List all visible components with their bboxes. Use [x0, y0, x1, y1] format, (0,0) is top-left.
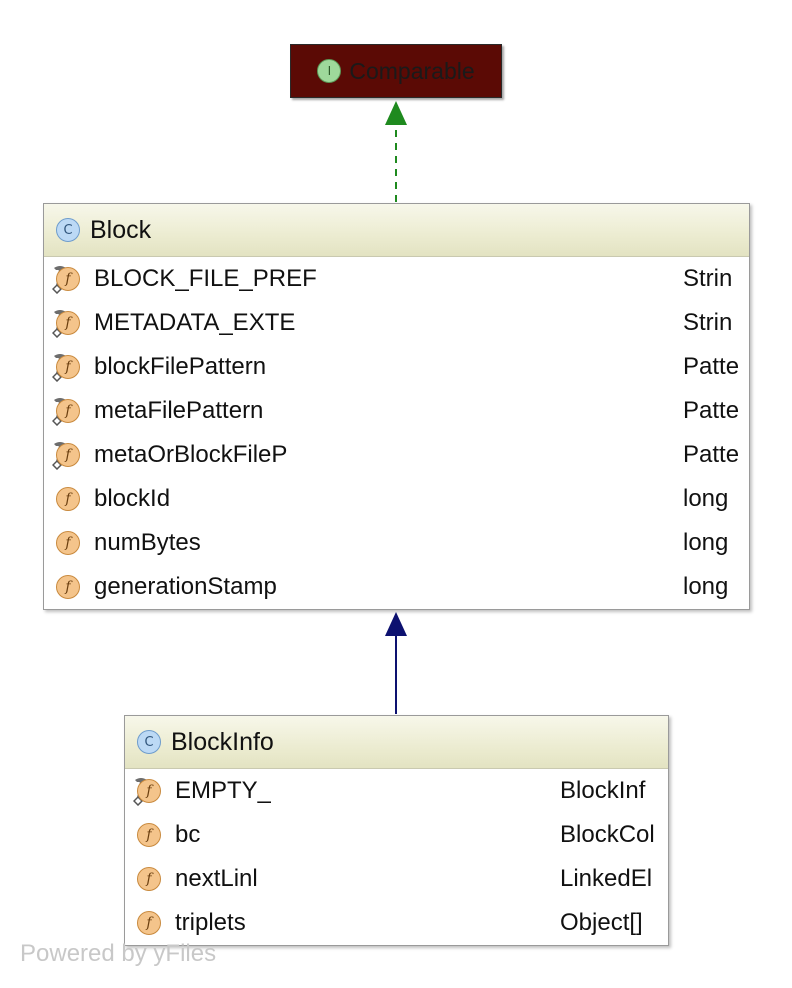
blockinfo-class-title: BlockInfo — [171, 727, 274, 756]
field-icon: f — [54, 573, 82, 601]
field-type: Patte — [683, 353, 740, 380]
field-row[interactable]: f BLOCK_FILE_PREF Strin — [44, 257, 749, 301]
interface-icon: I — [317, 59, 342, 83]
field-badge: f — [56, 311, 80, 335]
field-name: triplets — [175, 909, 246, 936]
field-type: Strin — [683, 265, 733, 292]
field-type: BlockInf — [560, 777, 646, 804]
field-type: Patte — [683, 397, 740, 424]
block-class-title: Block — [90, 215, 152, 244]
interface-title: Comparable — [349, 57, 475, 84]
field-row[interactable]: f generationStamp long — [44, 565, 749, 609]
field-type: Patte — [683, 441, 740, 468]
field-name: METADATA_EXTE — [94, 309, 296, 336]
static-field-icon: f — [52, 353, 82, 382]
field-row[interactable]: f nextLinl LinkedEl — [125, 857, 668, 901]
field-name: EMPTY_ — [175, 777, 272, 804]
field-badge: f — [56, 267, 80, 291]
blockinfo-class-header: C BlockInfo — [125, 716, 668, 769]
field-badge: f — [56, 531, 80, 555]
field-name: blockFilePattern — [94, 353, 267, 380]
field-row[interactable]: f metaOrBlockFileP Patte — [44, 433, 749, 477]
field-type: Strin — [683, 309, 733, 336]
field-badge: f — [56, 443, 80, 467]
field-name: bc — [175, 821, 201, 848]
field-icon: f — [54, 485, 82, 513]
field-type: Object[] — [560, 909, 643, 936]
field-row[interactable]: f numBytes long — [44, 521, 749, 565]
static-field-icon: f — [52, 265, 82, 294]
field-type: long — [683, 573, 729, 600]
field-badge: f — [137, 779, 161, 803]
field-badge: f — [137, 823, 161, 847]
field-badge: f — [56, 399, 80, 423]
static-field-icon: f — [52, 397, 82, 426]
yfiles-watermark: Powered by yFiles — [20, 940, 217, 967]
field-row[interactable]: f blockId long — [44, 477, 749, 521]
field-type: BlockCol — [560, 821, 655, 848]
field-badge: f — [56, 575, 80, 599]
comparable-interface-node[interactable]: I Comparable — [290, 44, 502, 98]
static-field-icon: f — [52, 309, 82, 338]
field-row[interactable]: f metaFilePattern Patte — [44, 389, 749, 433]
field-name: metaFilePattern — [94, 397, 264, 424]
implements-arrowhead — [385, 101, 407, 125]
field-name: blockId — [94, 485, 171, 512]
field-name: metaOrBlockFileP — [94, 441, 288, 468]
field-badge: f — [56, 487, 80, 511]
static-field-icon: f — [52, 441, 82, 470]
field-icon: f — [135, 865, 163, 893]
field-type: LinkedEl — [560, 865, 653, 892]
field-row[interactable]: f triplets Object[] — [125, 901, 668, 945]
field-badge: f — [137, 867, 161, 891]
field-icon: f — [54, 529, 82, 557]
field-row[interactable]: f blockFilePattern Patte — [44, 345, 749, 389]
static-field-icon: f — [133, 777, 163, 806]
field-name: BLOCK_FILE_PREF — [94, 265, 317, 292]
field-type: long — [683, 529, 729, 556]
field-badge: f — [137, 911, 161, 935]
field-badge: f — [56, 355, 80, 379]
field-row[interactable]: f METADATA_EXTE Strin — [44, 301, 749, 345]
field-icon: f — [135, 909, 163, 937]
class-icon: C — [56, 218, 80, 242]
field-row[interactable]: f EMPTY_ BlockInf — [125, 769, 668, 813]
field-icon: f — [135, 821, 163, 849]
field-name: numBytes — [94, 529, 201, 556]
extends-arrowhead — [385, 612, 407, 636]
field-type: long — [683, 485, 729, 512]
block-class-header: C Block — [44, 204, 749, 257]
field-name: nextLinl — [175, 865, 258, 892]
class-icon: C — [137, 730, 161, 754]
field-name: generationStamp — [94, 573, 277, 600]
